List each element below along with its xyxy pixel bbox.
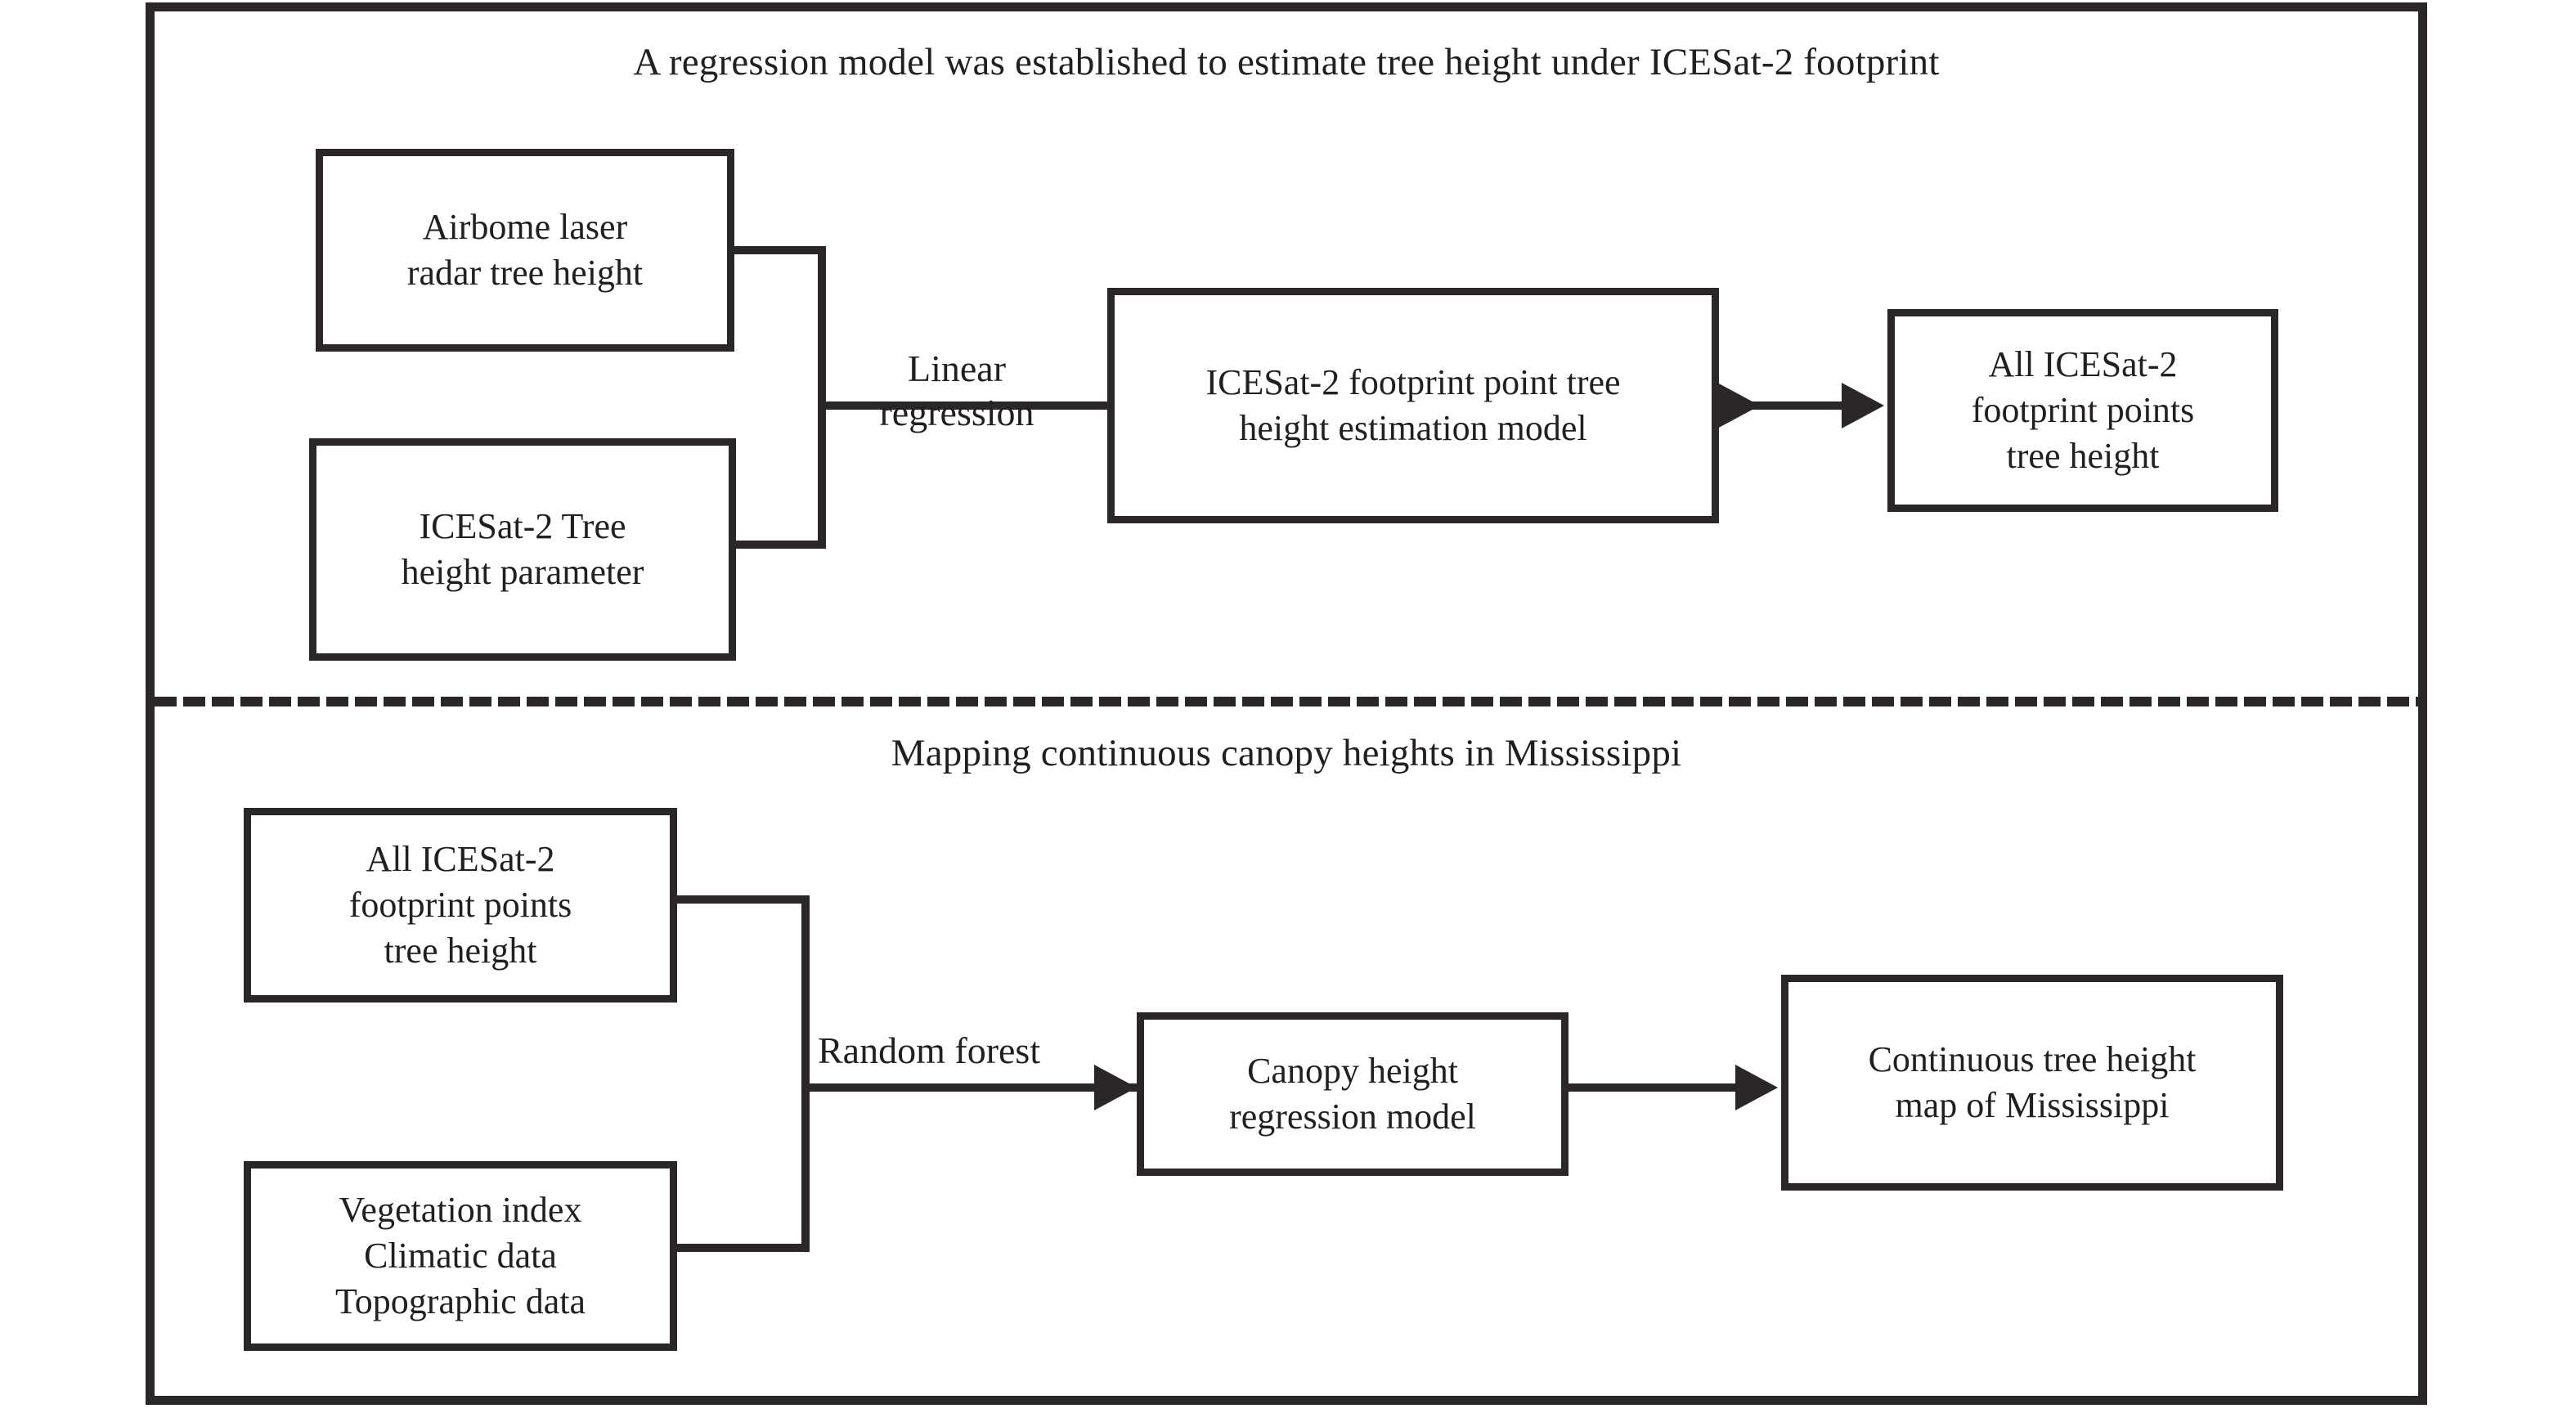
node-line: height parameter [401,552,644,592]
arrow-random-forest-shaft [801,1083,1137,1092]
node-line: ICESat-2 Tree [419,505,626,546]
arrow-model-to-map-shaft [1567,1083,1740,1092]
node-line: Continuous tree height [1868,1038,2197,1079]
connector-bottom-merge-bar [801,895,810,1252]
node-continuous-tree-height-map-of-mississippi: Continuous tree height map of Mississipp… [1781,975,2283,1191]
node-line: tree height [384,931,537,971]
node-line: Climatic data [364,1235,557,1276]
node-auxiliary-data: Vegetation index Climatic data Topograph… [244,1161,677,1351]
edge-label-linear-regression: Linear regression [834,347,1079,436]
section-title-bottom: Mapping continuous canopy heights in Mis… [891,732,1682,774]
section-title-top: A regression model was established to es… [633,41,1940,83]
arrow-model-to-map-head [1735,1065,1778,1110]
node-line: height estimation model [1239,408,1587,448]
node-all-icesat2-footprint-points-tree-height: All ICESat-2 footprint points tree heigh… [1887,309,2278,512]
connector-top-branch-lower [729,541,826,549]
node-line: radar tree height [406,253,644,293]
edge-label-line: regression [879,392,1034,434]
section-divider-dashed [155,697,2418,706]
connector-top-branch-upper [729,246,826,254]
node-line: All ICESat-2 [1988,343,2178,384]
node-line: ICESat-2 footprint point tree [1205,361,1621,402]
node-line: footprint points [348,884,572,925]
arrow-model-to-all-points-head [1842,383,1884,428]
node-line: footprint points [1971,389,2195,430]
node-all-icesat2-footprint-points-tree-height-input: All ICESat-2 footprint points tree heigh… [244,808,677,1003]
node-canopy-height-regression-model: Canopy height regression model [1137,1012,1568,1176]
node-line: map of Mississippi [1895,1085,2170,1125]
edge-label-line: Linear [907,348,1007,389]
node-icesat2-footprint-point-tree-height-estimation-model: ICESat-2 footprint point tree height est… [1107,288,1719,523]
arrow-model-to-all-points-shaft [1719,401,1848,410]
node-icesat2-tree-height-parameter: ICESat-2 Tree height parameter [309,438,736,661]
connector-bottom-branch-lower [671,1244,810,1252]
node-line: All ICESat-2 [366,838,555,879]
node-airborne-laser-radar-tree-height: Airbome laser radar tree height [316,149,734,352]
edge-label-line: Random forest [818,1029,1041,1071]
node-line: Canopy height [1247,1050,1458,1091]
node-line: Vegetation index [339,1189,582,1230]
node-line: tree height [2006,436,2160,477]
arrow-random-forest-head [1094,1065,1137,1110]
edge-label-random-forest: Random forest [818,1029,1040,1073]
connector-bottom-branch-upper [671,895,810,904]
node-line: Airbome laser [422,206,628,247]
node-line: Topographic data [334,1281,586,1322]
node-line: regression model [1229,1097,1476,1137]
connector-top-merge-bar [818,246,826,549]
